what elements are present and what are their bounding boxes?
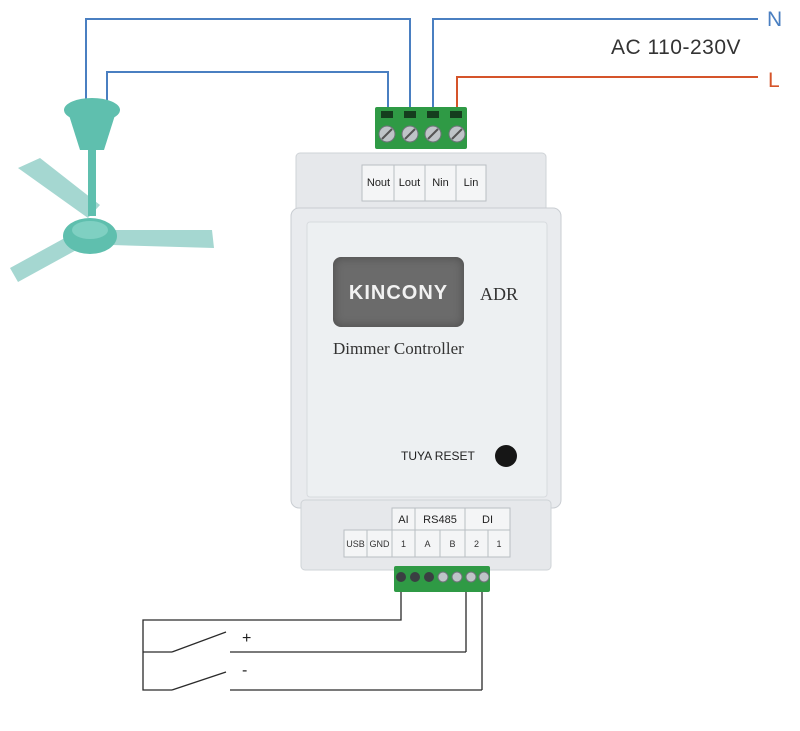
voltage-label: AC 110-230V: [611, 36, 742, 59]
switch-wires: [142, 592, 483, 691]
group-ai-label: AI: [398, 514, 409, 526]
neutral-label: N: [767, 8, 783, 31]
neutral-out-wire: [85, 18, 411, 107]
pin-usb-label: USB: [346, 539, 365, 549]
brand-logo-text: KINCONY: [348, 282, 449, 304]
tuya-reset-button: [495, 445, 517, 467]
pin-a-label: A: [424, 539, 431, 549]
neutral-in-wire: [432, 18, 758, 107]
pin-b-label: B: [449, 539, 456, 549]
terminal-nout-label: Nout: [366, 177, 391, 189]
terminal-nin-label: Nin: [432, 177, 449, 189]
model-label: ADR: [480, 284, 519, 304]
live-label: L: [768, 69, 780, 92]
ceiling-fan-icon: [10, 98, 214, 282]
group-di-label: DI: [482, 514, 493, 526]
terminal-lout-label: Lout: [398, 177, 421, 189]
switch-plus-label: +: [242, 630, 252, 647]
top-terminal-block: [375, 107, 467, 149]
power-wires: [85, 18, 758, 107]
pin-gnd-label: GND: [369, 539, 390, 549]
live-in-wire: [456, 76, 758, 107]
pin-ai1-label: 1: [400, 539, 406, 549]
pin-di2-label: 2: [473, 539, 479, 549]
pin-di1-label: 1: [496, 539, 502, 549]
controller-enclosure: [290, 152, 562, 571]
bottom-terminal-block: [394, 566, 490, 592]
live-out-wire: [106, 71, 389, 107]
switch-minus-label: -: [242, 662, 248, 679]
reset-label: TUYA RESET: [401, 449, 475, 463]
brand-logo: KINCONY: [333, 257, 464, 327]
terminal-lin-label: Lin: [463, 177, 479, 189]
group-rs485-label: RS485: [423, 514, 457, 526]
switch-minus-lever: [171, 671, 227, 691]
device-name: Dimmer Controller: [333, 339, 464, 358]
switch-plus-lever: [171, 631, 227, 653]
